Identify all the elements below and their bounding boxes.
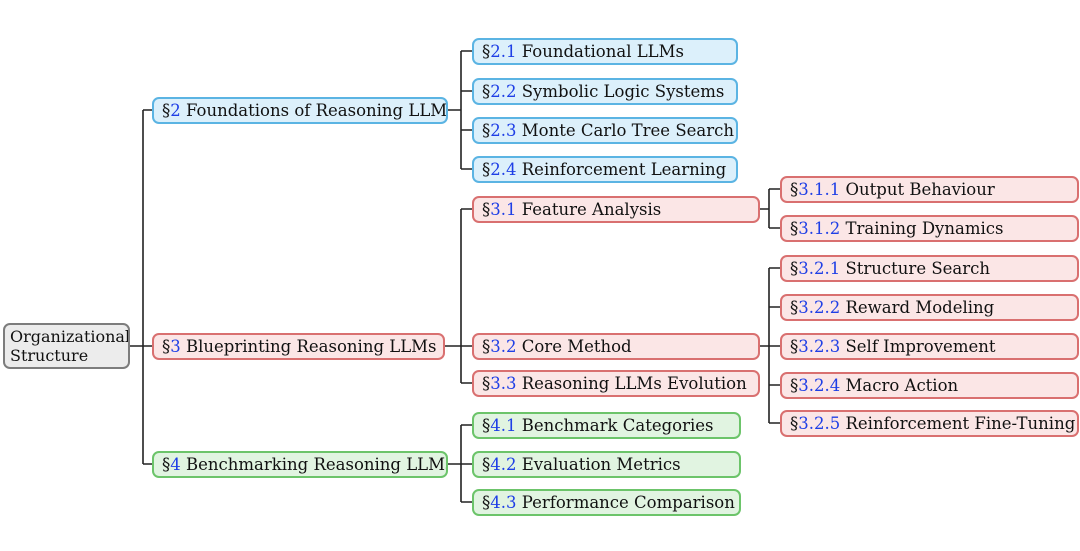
section-sign: § (790, 414, 799, 433)
subsection-3-2-node: §3.2 Core Method (472, 333, 760, 360)
section-sign: § (482, 121, 491, 140)
section-3-node: §3 Blueprinting Reasoning LLMs (152, 333, 445, 360)
section-sign: § (482, 160, 491, 179)
subsection-3-1-2-node: §3.1.2 Training Dynamics (780, 215, 1079, 242)
section-number: 3.1.2 (798, 219, 841, 238)
section-sign: § (162, 101, 171, 120)
section-sign: § (482, 82, 491, 101)
section-number: 2.4 (490, 160, 517, 179)
connector-sec3 (445, 208, 472, 384)
section-label: Monte Carlo Tree Search (521, 121, 734, 140)
section-number: 4.3 (490, 493, 517, 512)
section-number: 3 (170, 337, 181, 356)
subsection-3-1-1-node: §3.1.1 Output Behaviour (780, 176, 1079, 203)
section-label: Evaluation Metrics (521, 455, 681, 474)
section-number: 4.1 (490, 416, 517, 435)
section-label: Benchmarking Reasoning LLMs (186, 455, 448, 474)
section-number: 3.2 (490, 337, 517, 356)
subsection-3-2-3-node: §3.2.3 Self Improvement (780, 333, 1079, 360)
section-label: Core Method (521, 337, 632, 356)
connector-sec2 (448, 50, 472, 170)
root-label-line2: Structure (10, 346, 89, 365)
subsection-4-1-node: §4.1 Benchmark Categories (472, 412, 741, 439)
section-number: 3.1.1 (798, 180, 841, 199)
section-2-node: §2 Foundations of Reasoning LLMs (152, 97, 448, 124)
section-number: 2 (170, 101, 181, 120)
section-number: 4.2 (490, 455, 517, 474)
subsection-4-3-node: §4.3 Performance Comparison (472, 489, 741, 516)
section-label: Training Dynamics (845, 219, 1004, 238)
section-label: Reinforcement Fine-Tuning (845, 414, 1076, 433)
subsection-3-2-4-node: §3.2.4 Macro Action (780, 372, 1079, 399)
section-label: Structure Search (845, 259, 990, 278)
section-number: 3.2.4 (798, 376, 841, 395)
section-label: Foundational LLMs (521, 42, 684, 61)
section-number: 2.3 (490, 121, 517, 140)
section-label: Macro Action (845, 376, 959, 395)
section-number: 2.1 (490, 42, 517, 61)
section-4-node: §4 Benchmarking Reasoning LLMs (152, 451, 448, 478)
section-sign: § (790, 259, 799, 278)
section-sign: § (790, 298, 799, 317)
connector-sec31 (760, 188, 780, 229)
section-sign: § (482, 416, 491, 435)
section-sign: § (482, 374, 491, 393)
section-sign: § (482, 42, 491, 61)
connector-root (130, 109, 152, 465)
section-label: Output Behaviour (845, 180, 995, 199)
section-number: 3.2.3 (798, 337, 841, 356)
section-label: Reasoning LLMs Evolution (521, 374, 747, 393)
section-sign: § (162, 337, 171, 356)
section-label: Self Improvement (845, 337, 996, 356)
root-label-line1: Organizational (10, 327, 130, 346)
section-label: Symbolic Logic Systems (521, 82, 725, 101)
subsection-2-1-node: §2.1 Foundational LLMs (472, 38, 738, 65)
section-sign: § (482, 200, 491, 219)
connector-sec32 (760, 267, 780, 424)
section-number: 3.3 (490, 374, 517, 393)
section-label: Blueprinting Reasoning LLMs (186, 337, 437, 356)
subsection-3-3-node: §3.3 Reasoning LLMs Evolution (472, 370, 760, 397)
section-sign: § (790, 180, 799, 199)
section-label: Reinforcement Learning (521, 160, 727, 179)
section-number: 4 (170, 455, 181, 474)
section-label: Foundations of Reasoning LLMs (186, 101, 448, 120)
section-number: 2.2 (490, 82, 517, 101)
subsection-2-4-node: §2.4 Reinforcement Learning (472, 156, 738, 183)
section-sign: § (790, 337, 799, 356)
section-sign: § (482, 337, 491, 356)
section-label: Feature Analysis (521, 200, 662, 219)
subsection-4-2-node: §4.2 Evaluation Metrics (472, 451, 741, 478)
section-label: Benchmark Categories (521, 416, 714, 435)
section-number: 3.2.2 (798, 298, 841, 317)
section-sign: § (790, 219, 799, 238)
root-node: Organizational Structure (3, 323, 130, 369)
subsection-3-2-1-node: §3.2.1 Structure Search (780, 255, 1079, 282)
section-sign: § (482, 493, 491, 512)
section-label: Reward Modeling (845, 298, 995, 317)
section-number: 3.2.5 (798, 414, 841, 433)
subsection-2-3-node: §2.3 Monte Carlo Tree Search (472, 117, 738, 144)
section-number: 3.2.1 (798, 259, 841, 278)
subsection-3-2-2-node: §3.2.2 Reward Modeling (780, 294, 1079, 321)
section-sign: § (482, 455, 491, 474)
section-sign: § (790, 376, 799, 395)
subsection-3-2-5-node: §3.2.5 Reinforcement Fine-Tuning (780, 410, 1079, 437)
subsection-2-2-node: §2.2 Symbolic Logic Systems (472, 78, 738, 105)
connector-sec4 (448, 424, 472, 503)
subsection-3-1-node: §3.1 Feature Analysis (472, 196, 760, 223)
section-number: 3.1 (490, 200, 517, 219)
section-label: Performance Comparison (521, 493, 735, 512)
section-sign: § (162, 455, 171, 474)
